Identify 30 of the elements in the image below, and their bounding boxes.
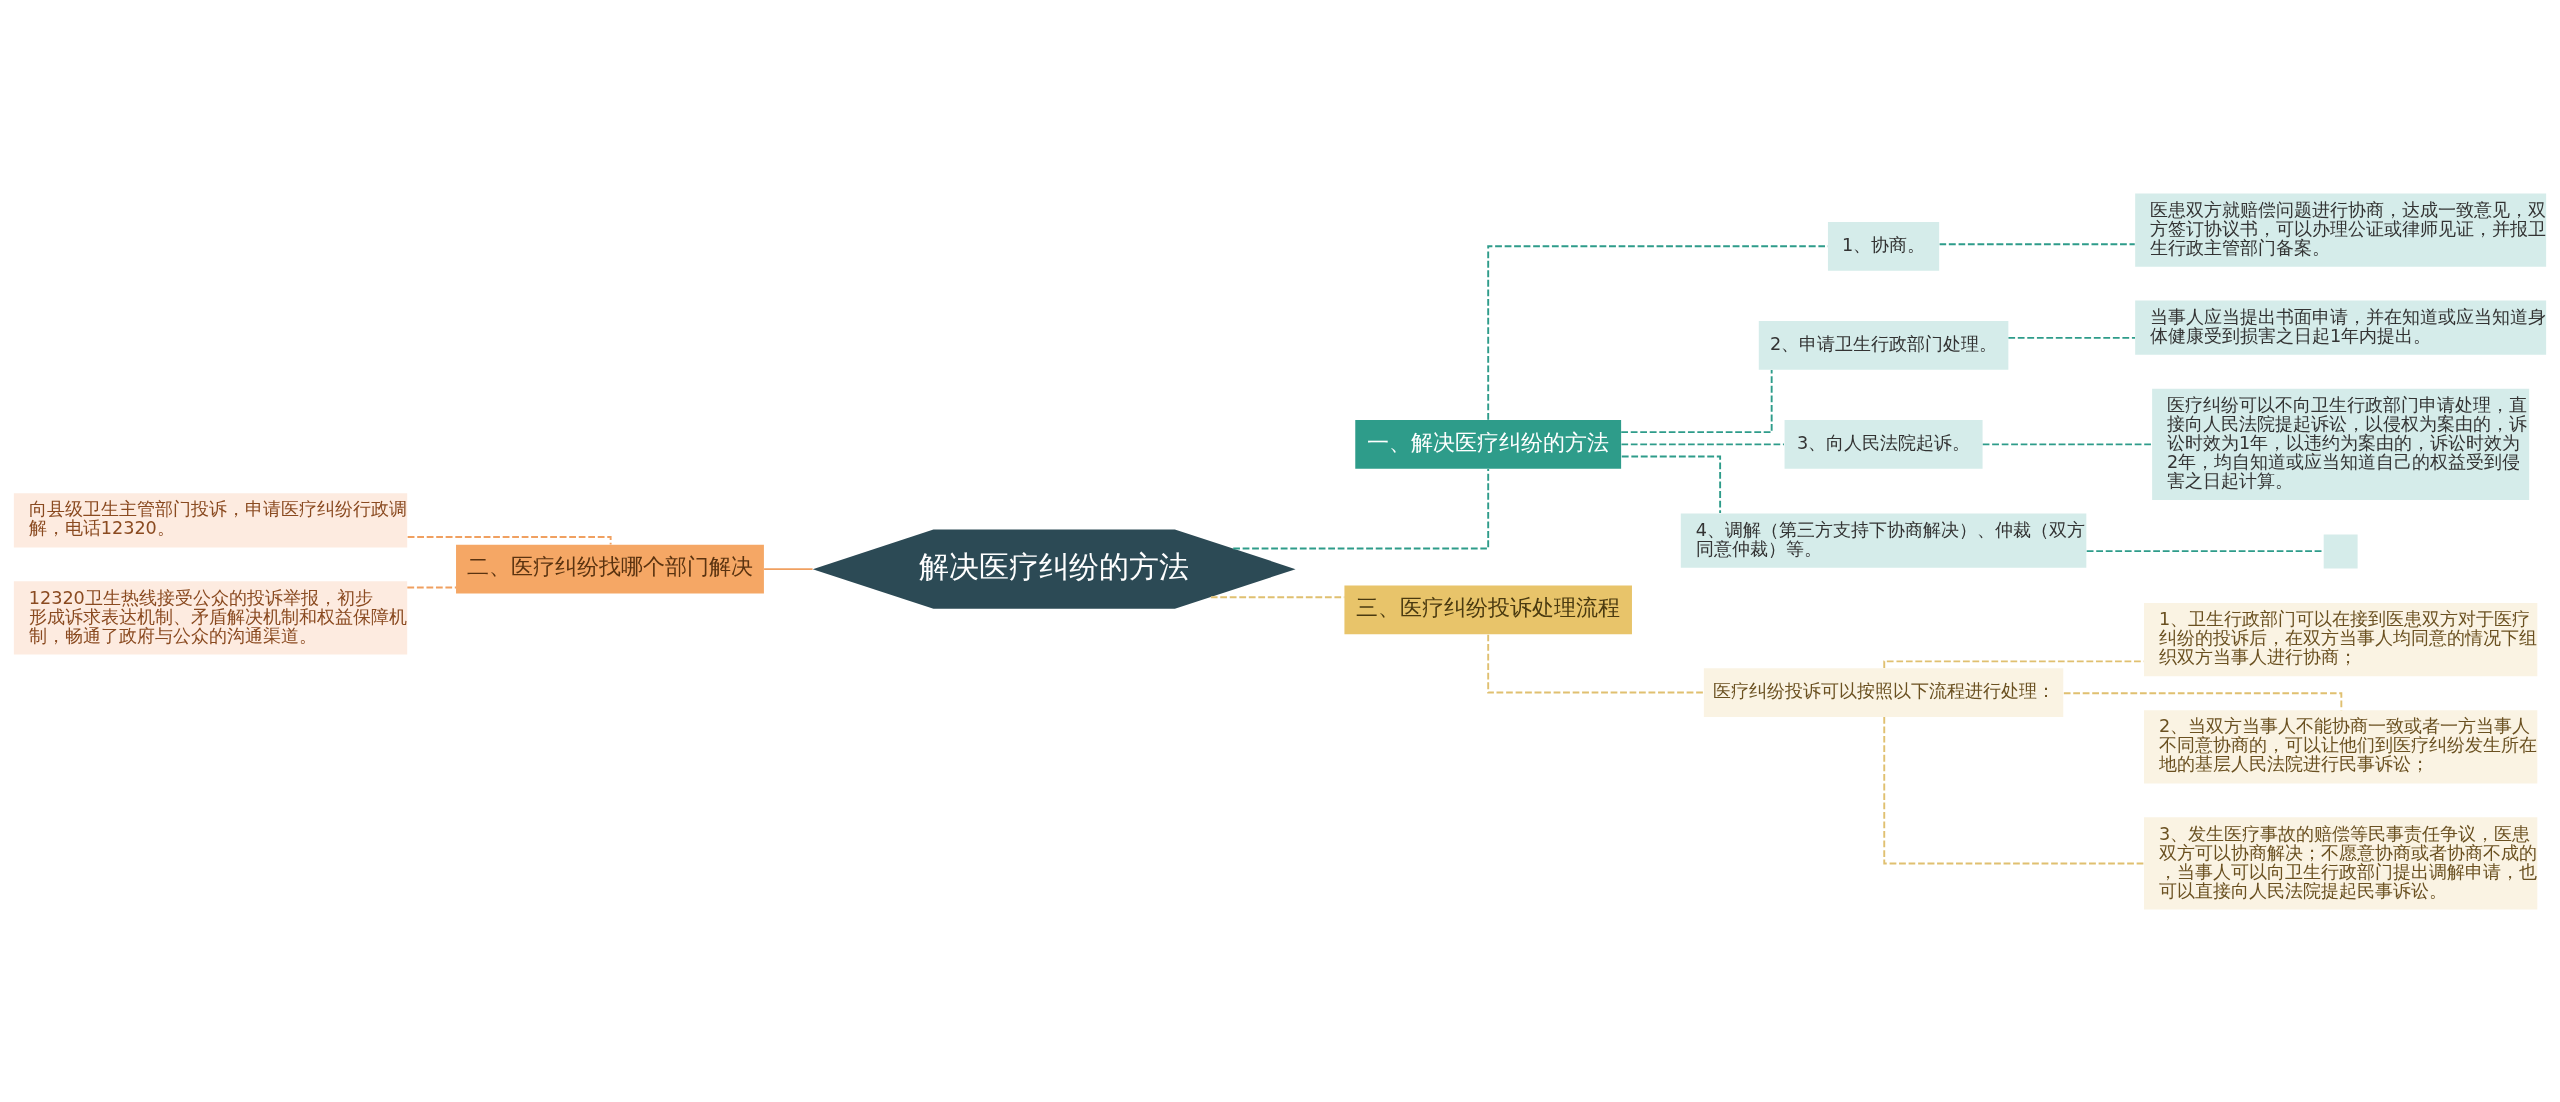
node-box: 1、协商。 xyxy=(1827,221,1940,271)
node-box: 医疗纠纷可以不向卫生行政部门申请处理，直接向人民法院提起诉讼，以侵权为案由的，诉讼时效为1年，以违约为案由的，诉讼时效为2年，均自知道或应当知道自己的权益受到侵害之日起计算。 xyxy=(2152,388,2530,500)
connector xyxy=(1938,242,2136,245)
node-box: 3、向人民法院起诉。 xyxy=(1784,419,1983,469)
node-box: 医患双方就赔偿问题进行协商，达成一致意见，双方签订协议书，可以办理公证或律师见证，并报卫生行政主管部门备案。 xyxy=(2135,192,2547,267)
node-box: 医疗纠纷投诉可以按照以下流程进行处理： xyxy=(1703,667,2064,717)
node-box: 向县级卫生主管部门投诉，申请医疗纠纷行政调解，电话12320。 xyxy=(13,492,408,547)
connector xyxy=(1883,659,2145,669)
connector xyxy=(1487,633,1705,693)
connector xyxy=(1620,442,1785,445)
connector xyxy=(763,567,814,570)
connector xyxy=(1620,455,1722,514)
node-box: 2、当双方当事人不能协商一致或者一方当事人不同意协商的，可以让他们到医疗纠纷发生所在地的基层人民法院进行民事诉讼； xyxy=(2144,709,2538,783)
connector xyxy=(1981,442,2153,445)
connector xyxy=(1232,467,1490,549)
connector xyxy=(406,535,612,545)
node-box: 1、卫生行政部门可以在接到医患双方对于医疗纠纷的投诉后，在双方当事人均同意的情况下组织双方当事人进行协商； xyxy=(2144,602,2538,676)
node-box: 二、医疗纠纷找哪个部门解决 xyxy=(456,544,764,594)
node-box: 一、解决医疗纠纷的方法 xyxy=(1355,419,1622,469)
node-box: 当事人应当提出书面申请，并在知道或应当知道身体健康受到损害之日起1年内提出。 xyxy=(2135,300,2547,355)
connector xyxy=(1883,715,2145,864)
node-box: 4、调解（第三方支持下协商解决）、仲裁（双方同意仲裁）等。 xyxy=(1680,513,2087,568)
node-box: 12320卫生热线接受公众的投诉举报，初步形成诉求表达机制、矛盾解决机制和权益保障机制，畅通了政府与公众的沟通渠道。 xyxy=(13,580,408,655)
node-box: 3、发生医疗事故的赔偿等民事责任争议，医患双方可以协商解决；不愿意协商或者协商不成的，当事人可以向卫生行政部门提出调解申请，也可以直接向人民法院提起民事诉讼。 xyxy=(2144,816,2538,910)
connector xyxy=(1620,368,1773,433)
node-box: 三、医疗纠纷投诉处理流程 xyxy=(1344,584,1632,634)
node-box xyxy=(2323,534,2358,568)
connector xyxy=(406,586,457,588)
node-box: 2、申请卫生行政部门处理。 xyxy=(1758,320,2009,370)
connector xyxy=(2007,336,2136,339)
